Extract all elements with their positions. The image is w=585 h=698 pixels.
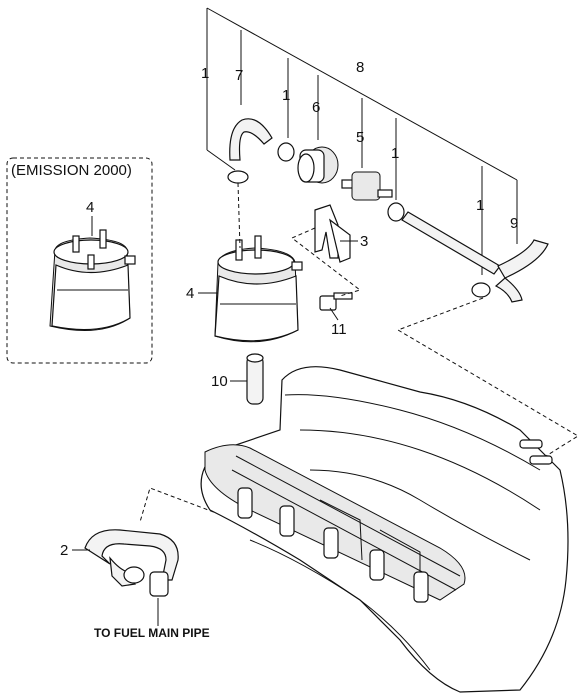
hose-9-icon <box>494 239 549 303</box>
callout-7: 7 <box>235 67 243 84</box>
bolt-11-icon <box>319 292 353 311</box>
clip-1-left-icon <box>227 170 249 184</box>
label-leaders <box>72 216 358 626</box>
clip-1-a-icon <box>277 142 295 162</box>
valve-5-icon <box>341 171 393 201</box>
callout-1-c: 1 <box>391 145 399 162</box>
callout-labels: 1 7 1 6 8 5 1 1 9 3 4 4 11 10 2 TO FUEL … <box>60 59 518 640</box>
fuel-pipe-caption: TO FUEL MAIN PIPE <box>94 626 210 640</box>
callout-1-d: 1 <box>476 197 484 214</box>
hose-10-icon <box>246 353 264 405</box>
callout-11: 11 <box>331 321 347 338</box>
intake-manifold-icon <box>200 366 569 693</box>
callout-6: 6 <box>312 99 320 116</box>
callout-5: 5 <box>356 129 364 146</box>
callout-3: 3 <box>360 233 368 250</box>
callout-4: 4 <box>186 285 194 302</box>
inset-emission-2000: (EMISSION 2000) <box>6 157 153 364</box>
inset-canister-icon <box>49 229 136 331</box>
dashed-connectors <box>139 182 579 523</box>
long-hose-icon <box>401 211 501 275</box>
inset-title: (EMISSION 2000) <box>11 162 132 179</box>
hose-7-icon <box>229 118 273 161</box>
callout-2: 2 <box>60 542 68 559</box>
bracket-3-icon <box>314 204 351 263</box>
hose-2-icon <box>84 529 179 597</box>
callout-1-b: 1 <box>282 87 290 104</box>
callout-4-inset: 4 <box>86 199 94 216</box>
callout-8: 8 <box>356 59 364 76</box>
callout-10: 10 <box>211 373 228 390</box>
clip-1-b-icon <box>387 202 405 222</box>
canister-4-icon <box>214 235 303 343</box>
callout-9: 9 <box>510 215 518 232</box>
leader-bracket <box>206 7 518 275</box>
part-6-icon <box>297 146 339 184</box>
callout-1-a: 1 <box>201 65 209 82</box>
clip-1-c-icon <box>471 282 491 298</box>
